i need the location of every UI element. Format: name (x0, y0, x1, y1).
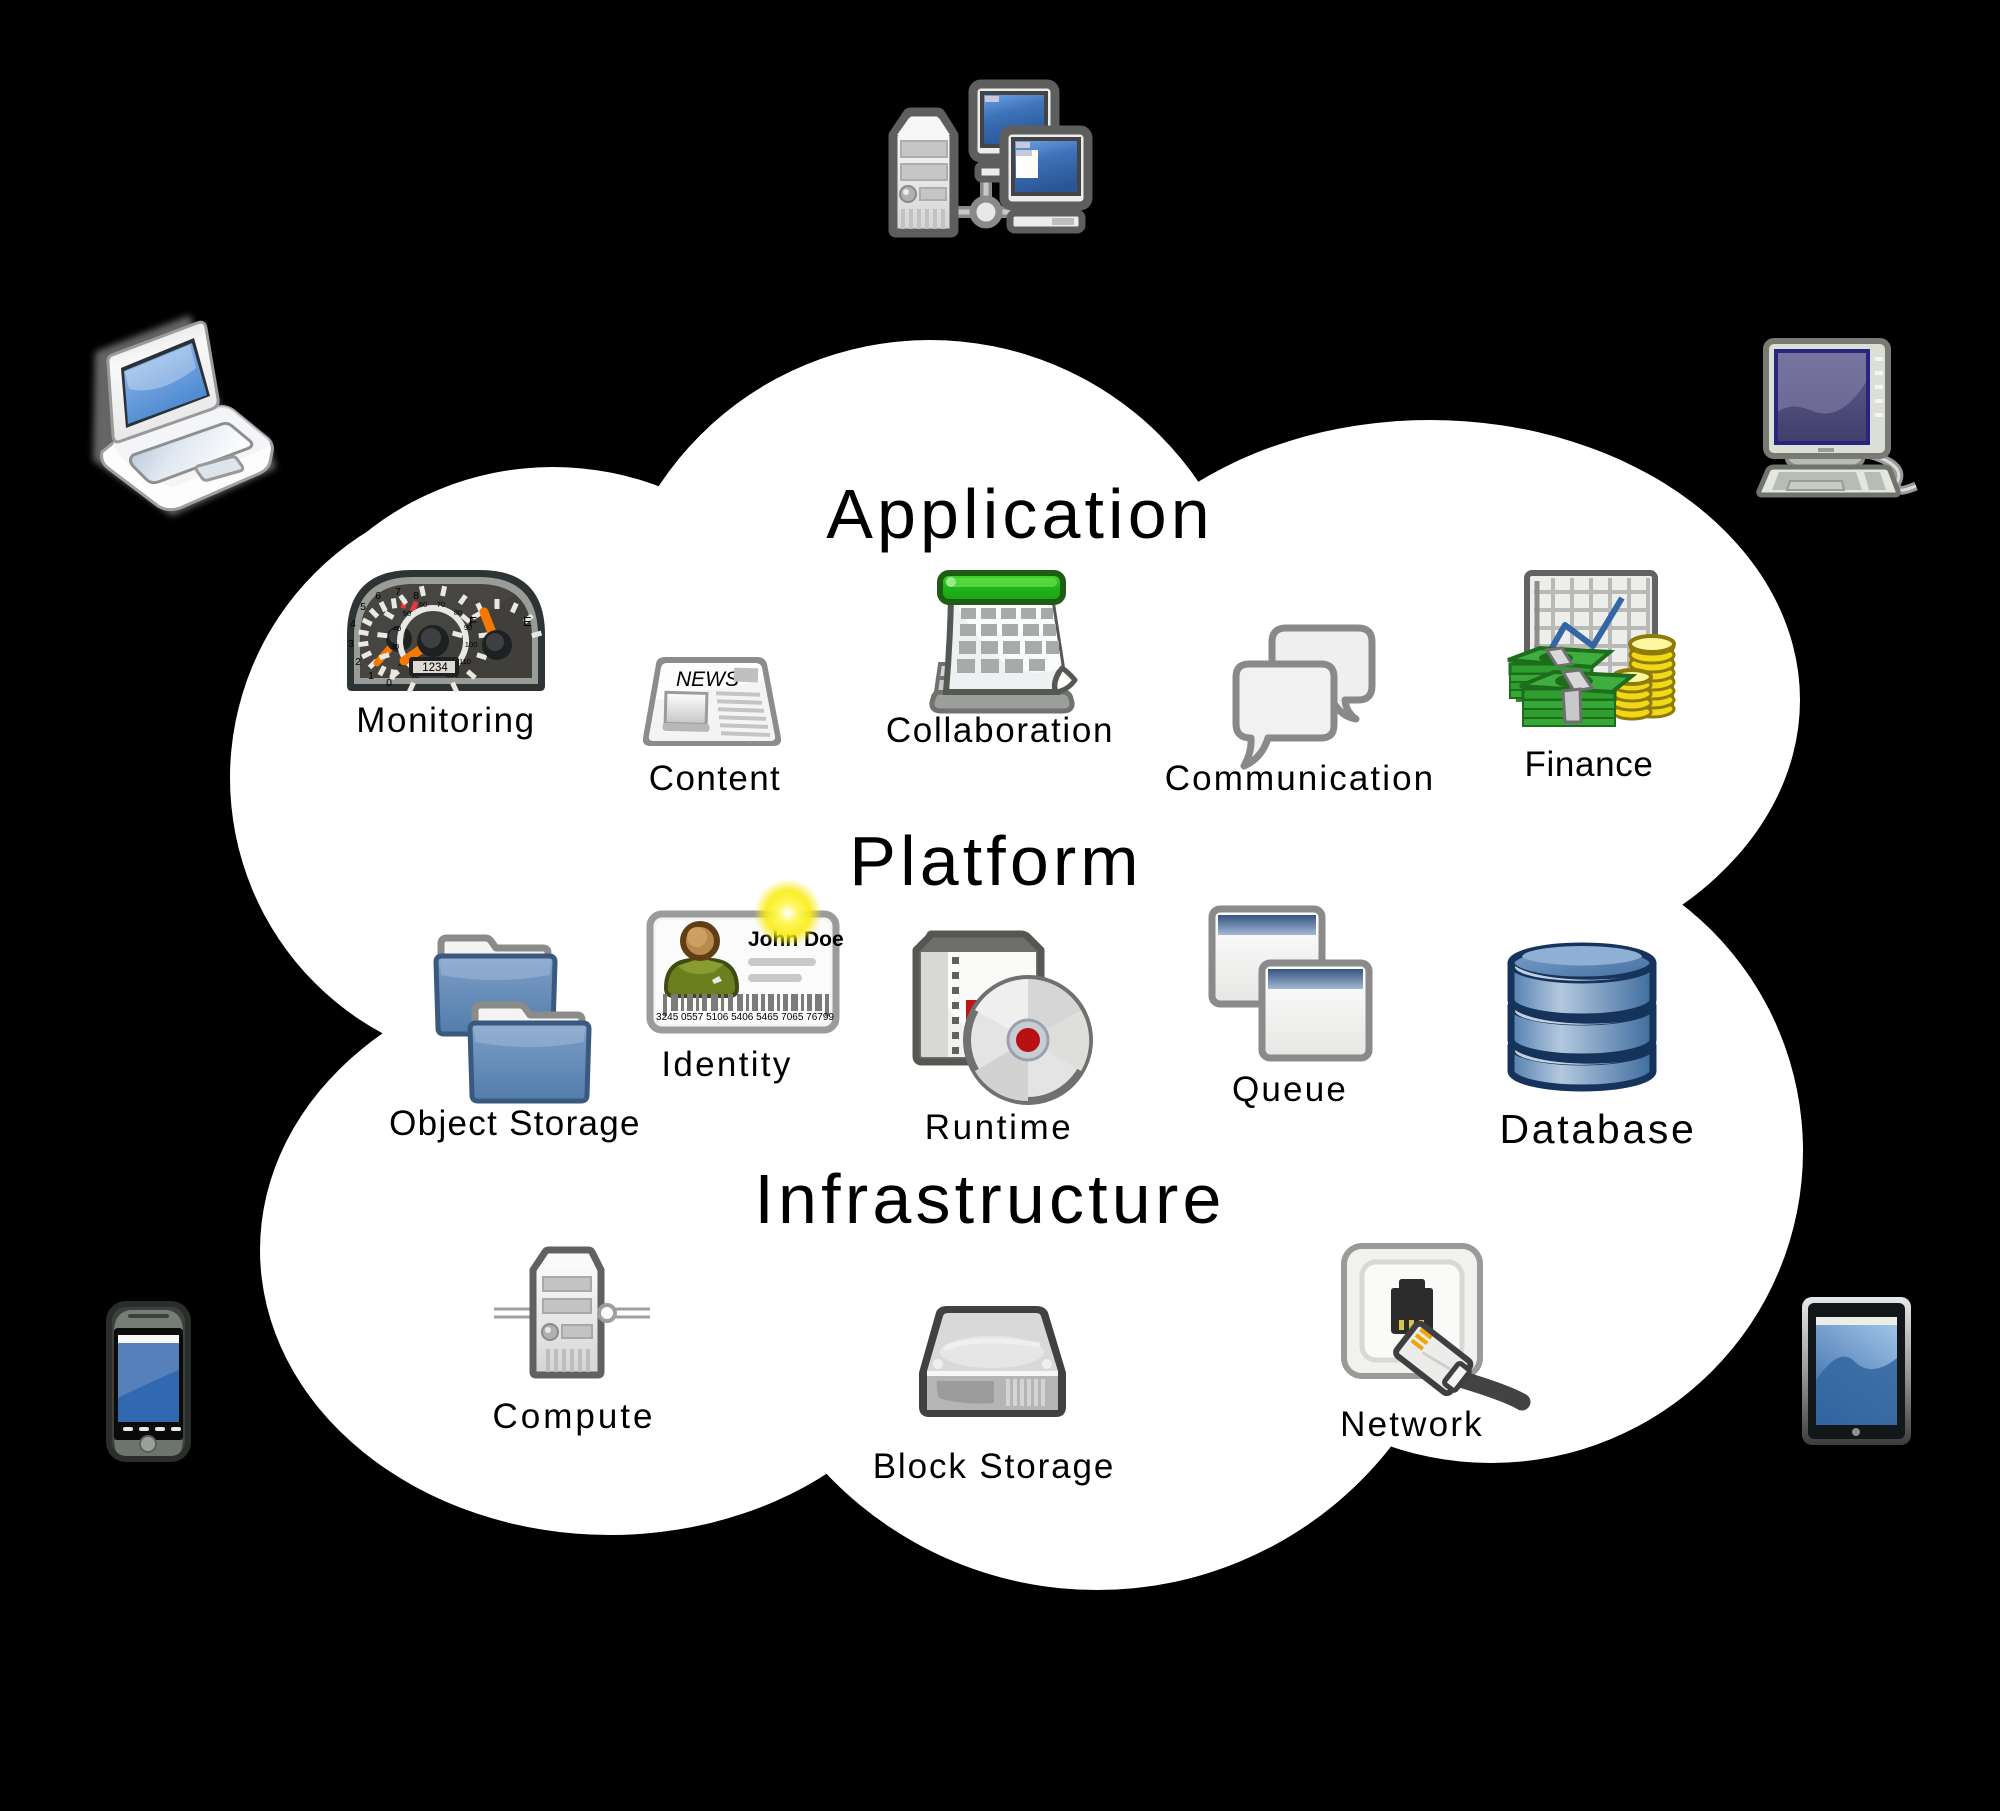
svg-text:6: 6 (375, 590, 381, 602)
svg-text:Identity: Identity (661, 1045, 792, 1084)
svg-text:Infrastructure: Infrastructure (754, 1160, 1225, 1238)
svg-text:2: 2 (355, 656, 361, 668)
svg-text:Object Storage: Object Storage (389, 1104, 641, 1143)
svg-text:Finance: Finance (1524, 745, 1653, 784)
svg-text:3245 0557 5106 5406 5465 7065: 3245 0557 5106 5406 5465 7065 76799 (656, 1012, 834, 1023)
svg-text:60: 60 (419, 600, 427, 609)
svg-text:Block Storage: Block Storage (873, 1447, 1116, 1486)
svg-text:70: 70 (437, 600, 445, 609)
svg-text:Runtime: Runtime (925, 1108, 1074, 1147)
svg-text:Monitoring: Monitoring (356, 701, 535, 740)
svg-text:Compute: Compute (492, 1397, 655, 1436)
svg-text:5: 5 (360, 601, 366, 613)
svg-text:7: 7 (395, 586, 401, 598)
svg-text:90: 90 (464, 623, 472, 632)
svg-text:80: 80 (454, 608, 462, 617)
svg-text:Application: Application (826, 475, 1214, 553)
svg-text:3: 3 (348, 638, 354, 650)
svg-text:Platform: Platform (849, 822, 1142, 900)
svg-text:50: 50 (403, 609, 411, 618)
svg-text:Network: Network (1340, 1405, 1484, 1444)
svg-text:Content: Content (649, 759, 781, 798)
svg-text:F: F (469, 614, 477, 629)
svg-text:Collaboration: Collaboration (886, 711, 1114, 750)
svg-text:1: 1 (368, 670, 374, 682)
svg-text:30: 30 (391, 642, 399, 651)
svg-text:Queue: Queue (1232, 1070, 1348, 1109)
svg-text:4: 4 (350, 618, 356, 630)
svg-text:NEWS: NEWS (676, 668, 739, 691)
svg-text:Communication: Communication (1165, 759, 1435, 798)
svg-text:Database: Database (1499, 1106, 1696, 1152)
svg-text:1234: 1234 (422, 662, 448, 674)
svg-text:E: E (523, 614, 532, 629)
svg-text:40: 40 (393, 624, 401, 633)
svg-text:8: 8 (413, 590, 419, 602)
svg-text:100: 100 (465, 640, 478, 649)
svg-text:110: 110 (459, 657, 471, 666)
svg-text:0: 0 (386, 677, 392, 689)
